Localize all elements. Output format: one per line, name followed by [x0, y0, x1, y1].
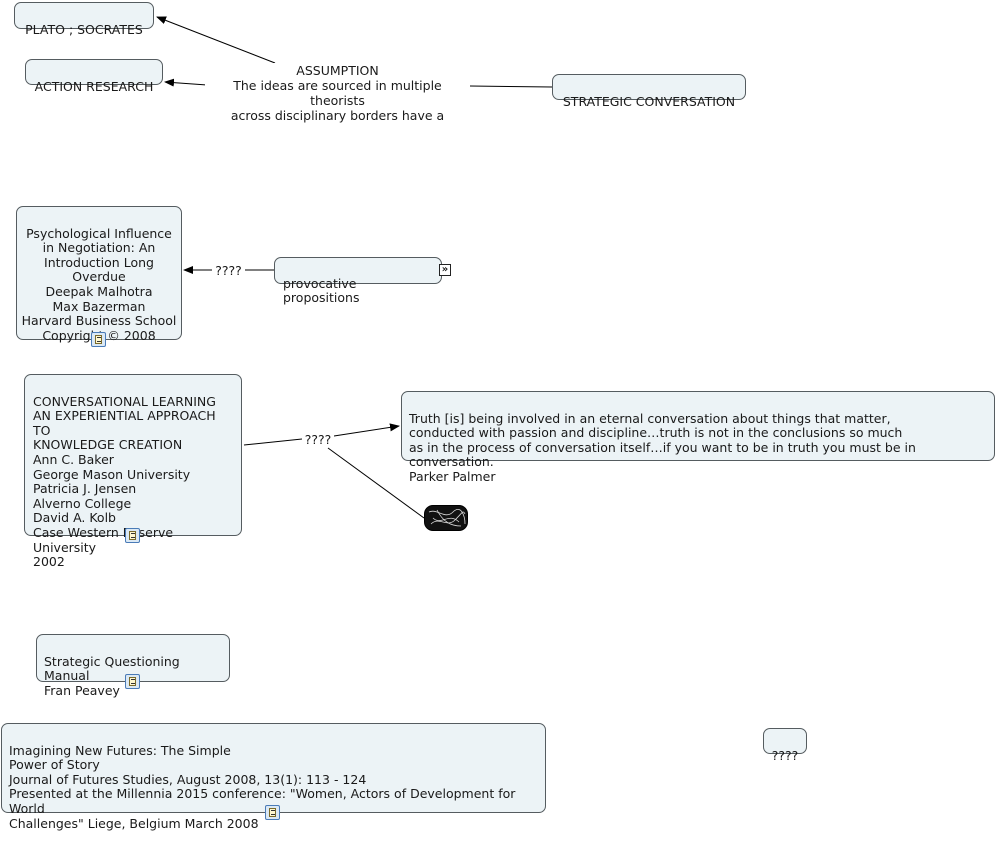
- link-assumption-to-plato: [156, 16, 276, 64]
- concept-truth-quote[interactable]: Truth [is] being involved in an eternal …: [401, 391, 995, 484]
- document-icon[interactable]: [265, 805, 280, 820]
- connection-lines: [156, 16, 553, 519]
- concept-provocative-propositions[interactable]: provocative propositions: [274, 257, 442, 305]
- concept-label: Strategic Questioning Manual Fran Peavey: [44, 653, 180, 698]
- concept-action-research[interactable]: ACTION RESEARCH: [25, 59, 163, 93]
- link-label-conversational[interactable]: ????: [302, 432, 334, 447]
- link-label-to-image: [327, 447, 425, 519]
- expand-icon[interactable]: »: [439, 264, 451, 276]
- concept-label: ????: [771, 747, 799, 763]
- concept-label: STRATEGIC CONVERSATION: [562, 93, 736, 109]
- link-label-assumption[interactable]: ASSUMPTION The ideas are sourced in mult…: [205, 63, 470, 123]
- link-assumption-to-action-research: [164, 78, 208, 87]
- concept-label: provocative propositions: [283, 275, 360, 306]
- concept-imagining-new-futures[interactable]: Imagining New Futures: The Simple Power …: [1, 723, 546, 830]
- link-label-to-truth: [333, 423, 400, 437]
- concept-label: Imagining New Futures: The Simple Power …: [9, 742, 516, 831]
- concept-psychological-influence[interactable]: Psychological Influence in Negotiation: …: [16, 206, 182, 343]
- document-icon[interactable]: [125, 674, 140, 689]
- link-conv-to-label: [243, 438, 303, 446]
- image-thumbnail[interactable]: [424, 505, 468, 531]
- link-label-provocative[interactable]: ????: [212, 263, 245, 278]
- concept-strategic-conversation[interactable]: STRATEGIC CONVERSATION: [552, 74, 746, 108]
- concept-plato-socrates[interactable]: PLATO ; SOCRATES: [14, 2, 154, 36]
- concept-label: Psychological Influence in Negotiation: …: [21, 225, 177, 343]
- link-strategic-to-assumption: [469, 85, 553, 88]
- document-icon[interactable]: [91, 332, 106, 347]
- concept-label: Truth [is] being involved in an eternal …: [409, 410, 916, 484]
- document-icon[interactable]: [125, 528, 140, 543]
- concept-unnamed[interactable]: ????: [763, 728, 807, 762]
- concept-label: CONVERSATIONAL LEARNING AN EXPERIENTIAL …: [33, 393, 216, 570]
- concept-label: PLATO ; SOCRATES: [25, 21, 143, 37]
- concept-conversational-learning[interactable]: CONVERSATIONAL LEARNING AN EXPERIENTIAL …: [24, 374, 242, 569]
- concept-label: ACTION RESEARCH: [34, 78, 154, 94]
